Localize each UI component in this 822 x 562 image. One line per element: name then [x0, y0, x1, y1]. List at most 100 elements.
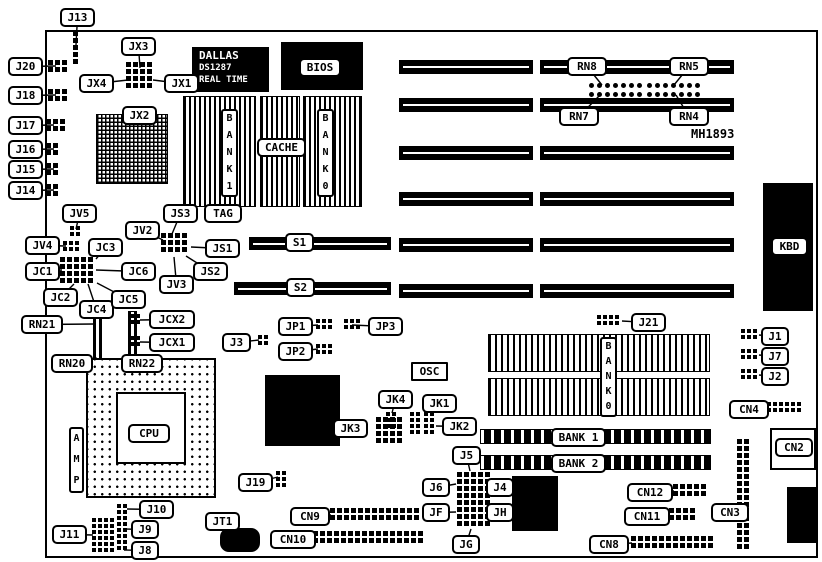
pin-header — [130, 336, 140, 346]
pin-header — [258, 335, 268, 345]
pin-header — [669, 508, 695, 520]
callout-jk4: JK4 — [378, 390, 413, 409]
expansion-slot — [249, 237, 391, 250]
expansion-slot — [399, 98, 533, 112]
pad-row — [589, 92, 642, 97]
callout-jv4: JV4 — [25, 236, 60, 255]
callout-jv3: JV3 — [159, 275, 194, 294]
callout-j14: J14 — [8, 181, 43, 200]
expansion-slot — [399, 146, 533, 160]
pin-header — [161, 233, 187, 252]
rtc-chip-label: DS1287 — [199, 63, 232, 73]
pin-header — [46, 119, 65, 131]
pin-header — [631, 536, 713, 548]
callout-j2: J2 — [761, 367, 789, 386]
callout-j19: J19 — [238, 473, 273, 492]
callout-cn4: CN4 — [729, 400, 769, 419]
callout-rn8: RN8 — [567, 57, 607, 76]
callout-s1: S1 — [285, 233, 314, 252]
io-chip — [512, 476, 558, 531]
callout-cn9: CN9 — [290, 507, 330, 526]
pin-header — [48, 89, 67, 101]
callout-jx1: JX1 — [164, 74, 199, 93]
pin-header — [276, 471, 286, 487]
callout-j18: J18 — [8, 86, 43, 105]
hatched-component — [183, 96, 256, 207]
callout-jc6: JC6 — [121, 262, 156, 281]
pin-header — [46, 184, 58, 196]
callout-j3: J3 — [222, 333, 251, 352]
callout-j21: J21 — [631, 313, 666, 332]
callout-j17: J17 — [8, 116, 43, 135]
pin-header — [70, 226, 80, 236]
callout-j9: J9 — [131, 520, 159, 539]
callout-rn5: RN5 — [669, 57, 709, 76]
callout-j10: J10 — [139, 500, 174, 519]
callout-cn11: CN11 — [624, 507, 670, 526]
callout-bank-2: BANK 2 — [551, 454, 606, 473]
callout-jx2: JX2 — [122, 106, 157, 125]
callout-jp3: JP3 — [368, 317, 403, 336]
callout-jx4: JX4 — [79, 74, 114, 93]
callout-kbd: KBD — [771, 237, 808, 256]
callout-j20: J20 — [8, 57, 43, 76]
corner-connector — [787, 487, 818, 543]
rtc-chip-label: REAL TIME — [199, 75, 248, 85]
pin-header — [46, 143, 58, 155]
pad-row — [647, 83, 700, 88]
memory-bank-row — [488, 334, 710, 372]
pin-header — [424, 412, 434, 434]
pin-header — [344, 319, 360, 329]
callout-jcx1: JCX1 — [149, 333, 195, 352]
pin-header — [741, 349, 757, 359]
pin-header — [92, 518, 114, 552]
callout-rn20: RN20 — [51, 354, 93, 373]
callout-jc1: JC1 — [25, 262, 60, 281]
callout-js3: JS3 — [163, 204, 198, 223]
pin-header — [46, 163, 58, 175]
pin-header — [48, 60, 67, 72]
expansion-slot — [540, 284, 734, 298]
pin-header — [410, 412, 420, 434]
pin-header — [117, 504, 127, 550]
callout-cn12: CN12 — [627, 483, 673, 502]
callout-cn10: CN10 — [270, 530, 316, 549]
pin-header — [767, 402, 801, 412]
callout-js1: JS1 — [205, 239, 240, 258]
callout-j13: J13 — [60, 8, 95, 27]
callout-jp1: JP1 — [278, 317, 313, 336]
callout-j11: J11 — [52, 525, 87, 544]
expansion-slot — [399, 60, 533, 74]
callout-jp2: JP2 — [278, 342, 313, 361]
pin-header — [313, 531, 423, 543]
board-code-text: MH1893 — [691, 127, 735, 141]
pin-header — [741, 369, 757, 379]
callout-osc: OSC — [411, 362, 448, 381]
pin-header — [376, 417, 402, 443]
callout-cpu: CPU — [128, 424, 170, 443]
callout-bios: BIOS — [299, 58, 341, 77]
pin-header — [597, 315, 619, 325]
callout-cn8: CN8 — [589, 535, 629, 554]
callout-j15: J15 — [8, 160, 43, 179]
callout-s2: S2 — [286, 278, 315, 297]
pin-header — [316, 344, 332, 354]
callout-j8: J8 — [131, 541, 159, 560]
pin-header — [73, 31, 78, 64]
callout-jk1: JK1 — [422, 394, 457, 413]
callout-j1: J1 — [761, 327, 789, 346]
callout-js2: JS2 — [193, 262, 228, 281]
callout-bank-1: BANK 1 — [551, 428, 606, 447]
callout-j16: J16 — [8, 140, 43, 159]
callout-jv5: JV5 — [62, 204, 97, 223]
rtc-chip-label: DALLAS — [199, 49, 239, 62]
pin-header — [316, 319, 332, 329]
callout-jk2: JK2 — [442, 417, 477, 436]
pin-header — [330, 508, 419, 520]
expansion-slot — [540, 192, 734, 206]
